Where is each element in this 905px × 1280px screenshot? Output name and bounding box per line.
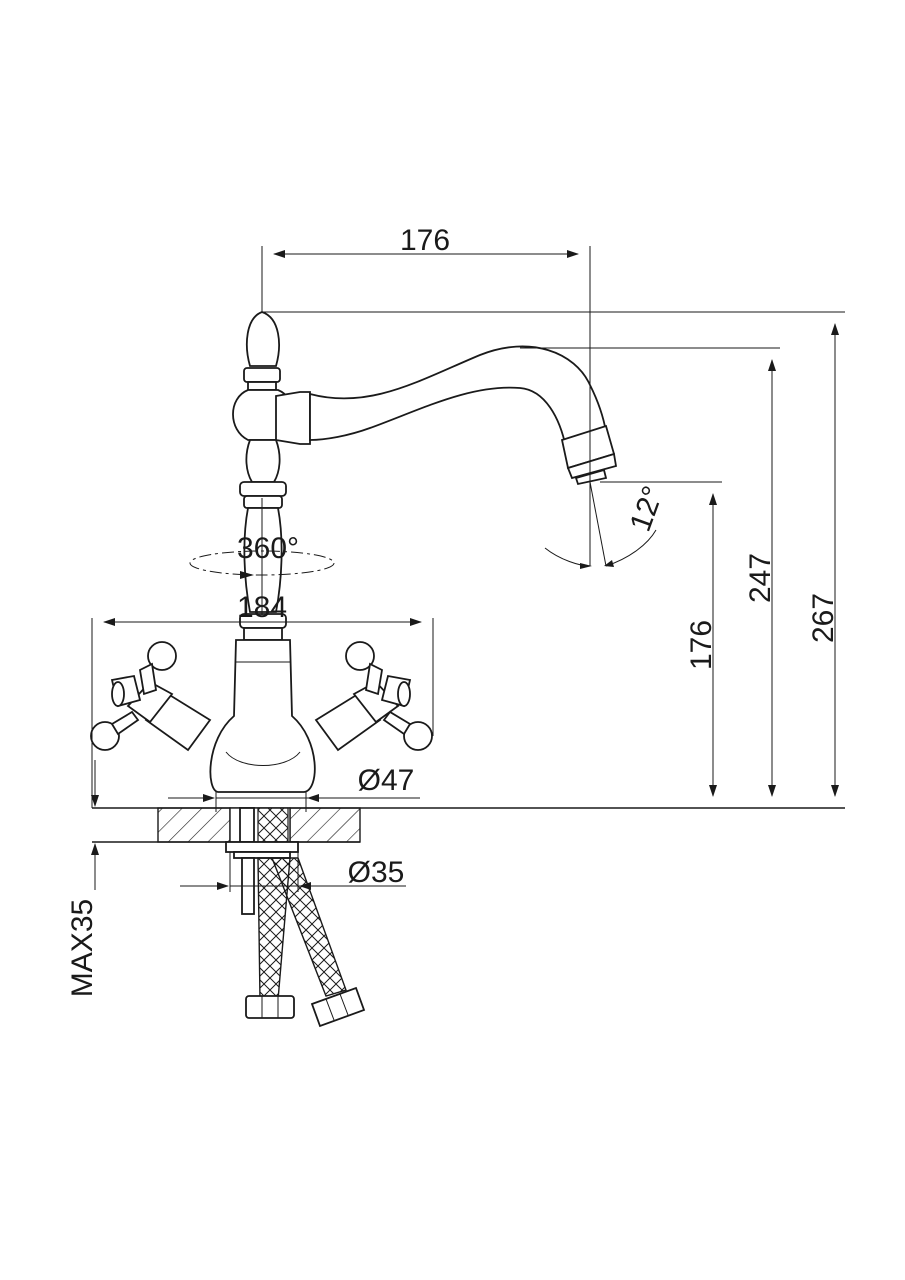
spout xyxy=(309,345,608,450)
rotation-label: 360° xyxy=(237,532,299,565)
shank-diameter-label: Ø35 xyxy=(348,856,405,889)
right-cross-handle xyxy=(314,641,433,752)
countertop-section xyxy=(92,807,845,1028)
total-height-label: 267 xyxy=(807,593,840,643)
dimension-lines xyxy=(91,246,845,892)
faucet-body xyxy=(209,311,618,793)
top-finial xyxy=(245,311,280,367)
left-cross-handle xyxy=(90,641,212,752)
spout-height-label: 247 xyxy=(744,553,777,603)
tilt-angle-label: 12° xyxy=(624,482,671,536)
handle-span-label: 184 xyxy=(237,591,287,624)
outlet-height-label: 176 xyxy=(685,620,718,670)
base-diameter-label: Ø47 xyxy=(358,764,415,797)
valve-body xyxy=(209,639,316,793)
max-counter-label: MAX35 xyxy=(66,899,99,997)
spout-reach-label: 176 xyxy=(400,224,450,257)
